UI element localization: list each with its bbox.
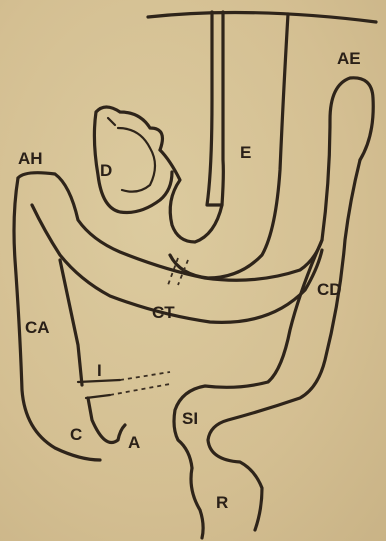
duodenum-fold: [108, 118, 115, 125]
ileum-dashed-upper: [120, 372, 170, 380]
ascending-colon-right: [60, 260, 82, 385]
colon-upper-wall: [18, 78, 373, 280]
rectum-outline: [191, 468, 203, 538]
stomach-pylorus: [160, 150, 222, 242]
diaphragm-line: [148, 13, 376, 22]
duodenum-inner: [118, 128, 155, 192]
label-AH: AH: [18, 149, 43, 168]
label-CD: CD: [317, 280, 342, 299]
descending-colon-right: [208, 160, 360, 530]
label-AE: AE: [337, 49, 361, 68]
label-I: I: [97, 361, 102, 380]
label-CT: CT: [152, 303, 175, 322]
duodenum-outline: [94, 107, 172, 213]
cecum-outline: [88, 398, 125, 443]
stomach-right-wall: [170, 14, 288, 278]
ileum-line-lower: [86, 395, 110, 398]
label-E: E: [240, 143, 251, 162]
label-CA: CA: [25, 318, 50, 337]
label-C: C: [70, 425, 82, 444]
ileum-line-upper: [78, 380, 120, 382]
label-SI: SI: [182, 409, 198, 428]
label-A: A: [128, 433, 140, 452]
label-R: R: [216, 493, 228, 512]
ileum-dashed-lower: [110, 384, 170, 395]
label-D: D: [100, 161, 112, 180]
stomach-left-wall: [207, 12, 223, 205]
